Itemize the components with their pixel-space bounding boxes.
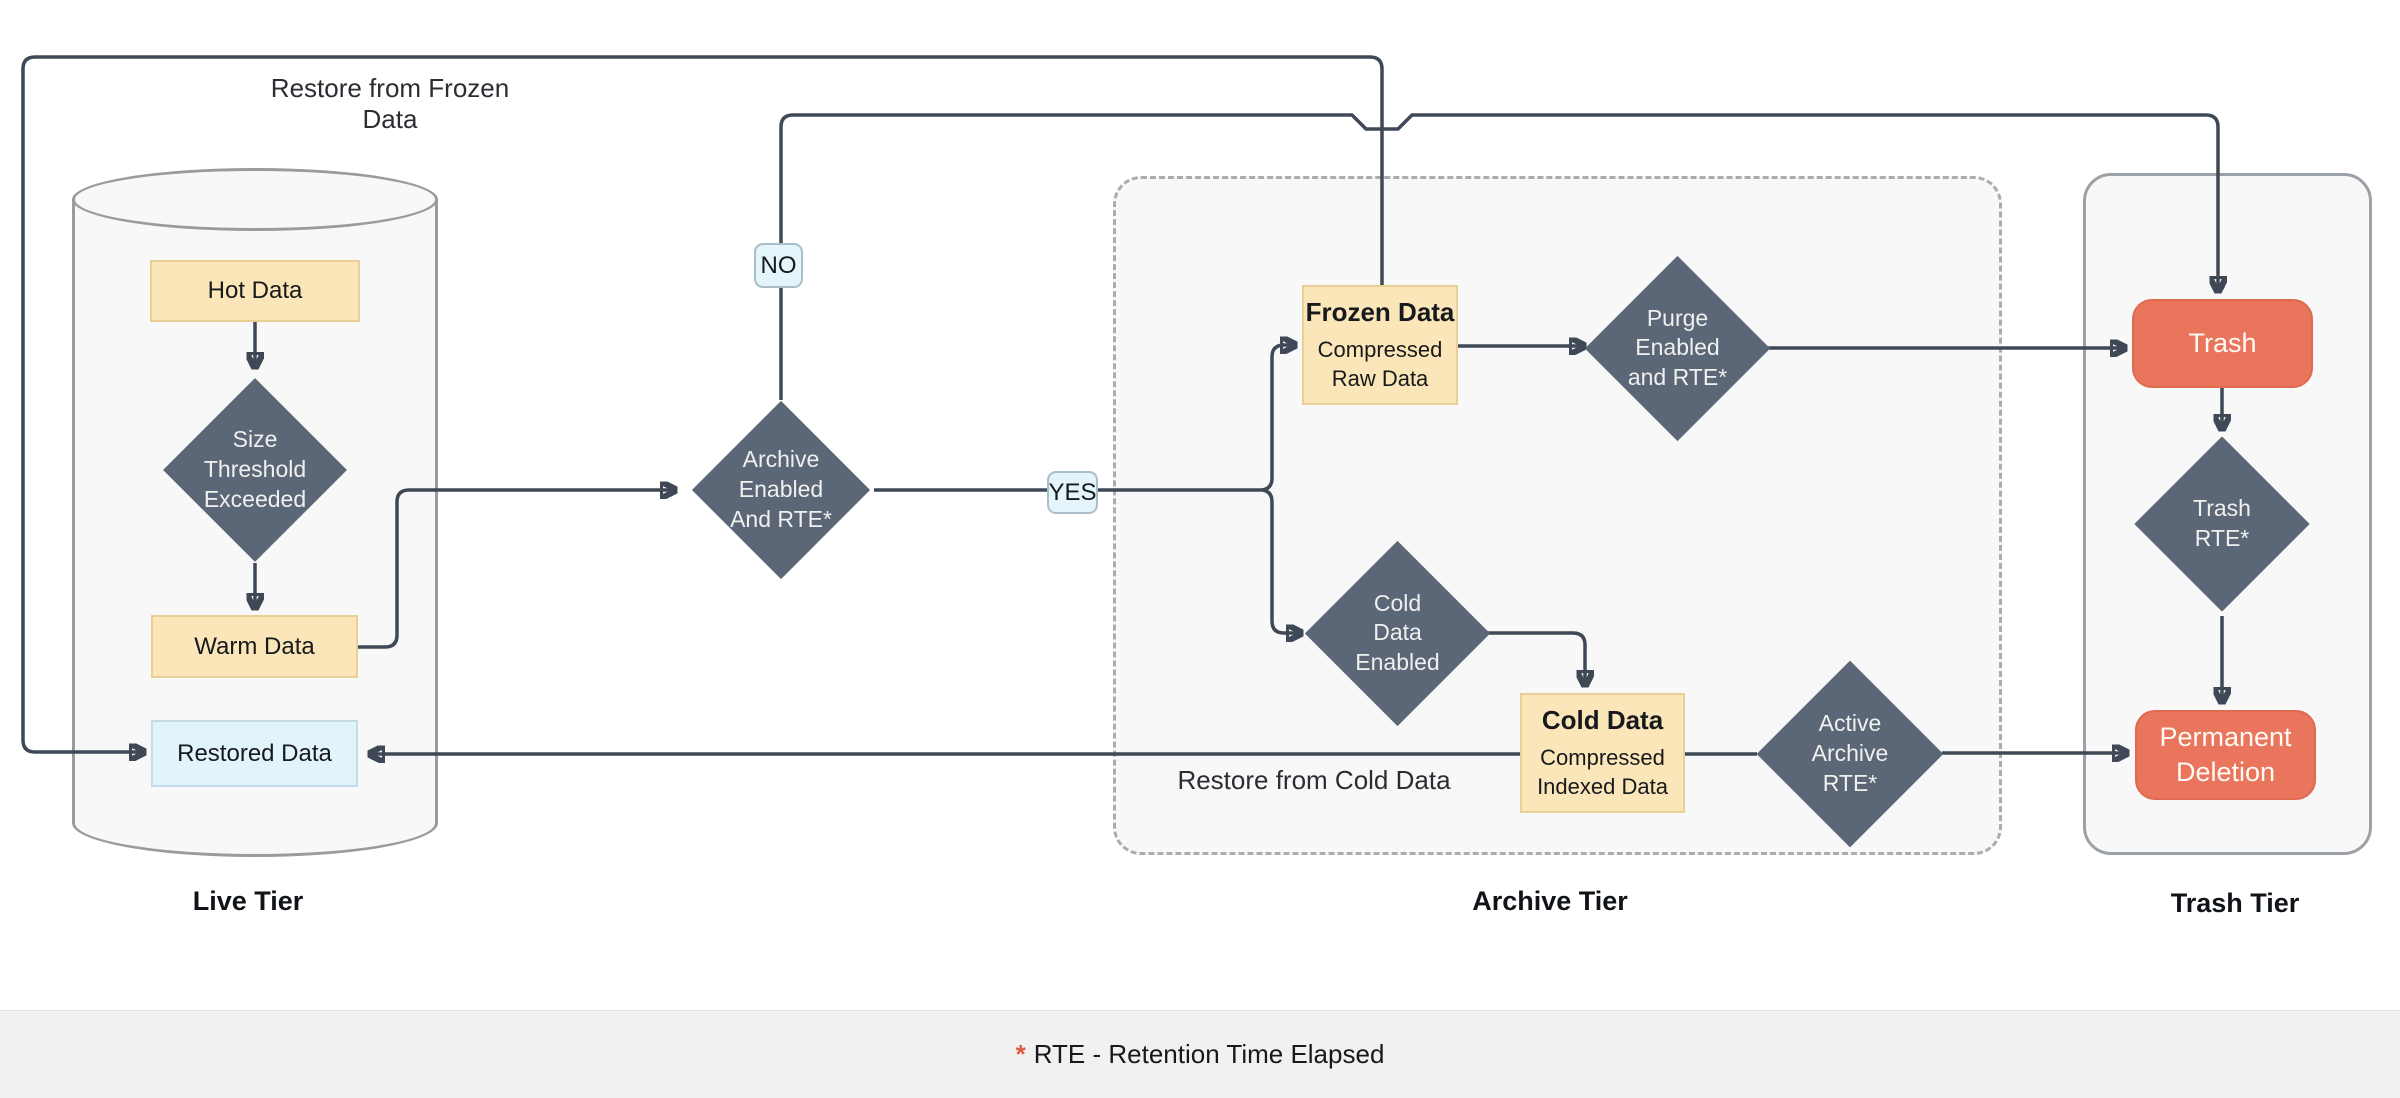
trash-label: Trash xyxy=(2188,327,2257,358)
no-badge-text: NO xyxy=(760,251,797,279)
node-active-archive-decision: Active Archive RTE* xyxy=(1756,660,1944,848)
connector-warm-to-archive-enabled xyxy=(358,490,674,649)
connector-no-to-trash xyxy=(779,113,2218,400)
edge-label-no: NO xyxy=(754,243,803,288)
trash-rte-label: Trash RTE* xyxy=(2193,495,2251,551)
connector-frozen-to-restored xyxy=(21,55,1384,752)
node-size-threshold-decision: Size Threshold Exceeded xyxy=(163,378,347,562)
node-restored-data: Restored Data xyxy=(151,720,358,787)
footer-asterisk: * xyxy=(1015,1039,1026,1069)
node-trash-rte-decision: Trash RTE* xyxy=(2134,436,2310,612)
frozen-data-subtitle: Compressed Raw Data xyxy=(1317,336,1443,391)
node-archive-enabled-decision: Archive Enabled And RTE* xyxy=(691,400,871,580)
yes-badge-text: YES xyxy=(1048,478,1097,506)
cold-data-subtitle: Compressed Indexed Data xyxy=(1537,744,1668,799)
restore-from-frozen-label: Restore from Frozen Data xyxy=(270,73,510,134)
footer-note-bar: * RTE - Retention Time Elapsed xyxy=(0,1010,2400,1098)
trash-tier-label: Trash Tier xyxy=(2170,888,2300,918)
live-tier-cylinder-top xyxy=(72,168,438,231)
restored-data-label: Restored Data xyxy=(177,739,332,767)
footer-note-text: RTE - Retention Time Elapsed xyxy=(1033,1039,1385,1069)
node-frozen-data: Frozen Data Compressed Raw Data xyxy=(1302,285,1458,405)
node-permanent-deletion: Permanent Deletion xyxy=(2135,710,2316,800)
restore-from-cold-label: Restore from Cold Data xyxy=(1177,765,1451,795)
active-archive-label: Active Archive RTE* xyxy=(1811,710,1889,796)
purge-enabled-label: Purge Enabled and RTE* xyxy=(1627,304,1728,391)
connector-yes-to-cold-enabled xyxy=(1261,488,1300,633)
connector-cold-enabled-to-cold xyxy=(1487,631,1585,684)
edge-label-yes: YES xyxy=(1047,471,1098,514)
cold-data-enabled-label: Cold Data Enabled xyxy=(1355,589,1440,676)
node-trash: Trash xyxy=(2132,299,2313,388)
frozen-data-title: Frozen Data xyxy=(1305,296,1455,327)
hot-data-label: Hot Data xyxy=(207,277,303,304)
archive-enabled-label: Archive Enabled And RTE* xyxy=(730,446,832,532)
archive-tier-label: Archive Tier xyxy=(1472,886,1628,916)
node-warm-data: Warm Data xyxy=(151,615,358,678)
connector-yes-to-frozen xyxy=(874,345,1294,492)
permanent-deletion-label: Permanent Deletion xyxy=(2159,721,2292,787)
node-purge-enabled-decision: Purge Enabled and RTE* xyxy=(1584,255,1771,442)
warm-data-label: Warm Data xyxy=(194,632,315,660)
cold-data-title: Cold Data xyxy=(1541,704,1664,735)
node-cold-data: Cold Data Compressed Indexed Data xyxy=(1520,693,1685,813)
live-tier-label: Live Tier xyxy=(192,886,304,916)
node-cold-data-enabled-decision: Cold Data Enabled xyxy=(1304,540,1491,727)
node-hot-data: Hot Data xyxy=(150,260,360,322)
size-threshold-label: Size Threshold Exceeded xyxy=(203,426,307,512)
